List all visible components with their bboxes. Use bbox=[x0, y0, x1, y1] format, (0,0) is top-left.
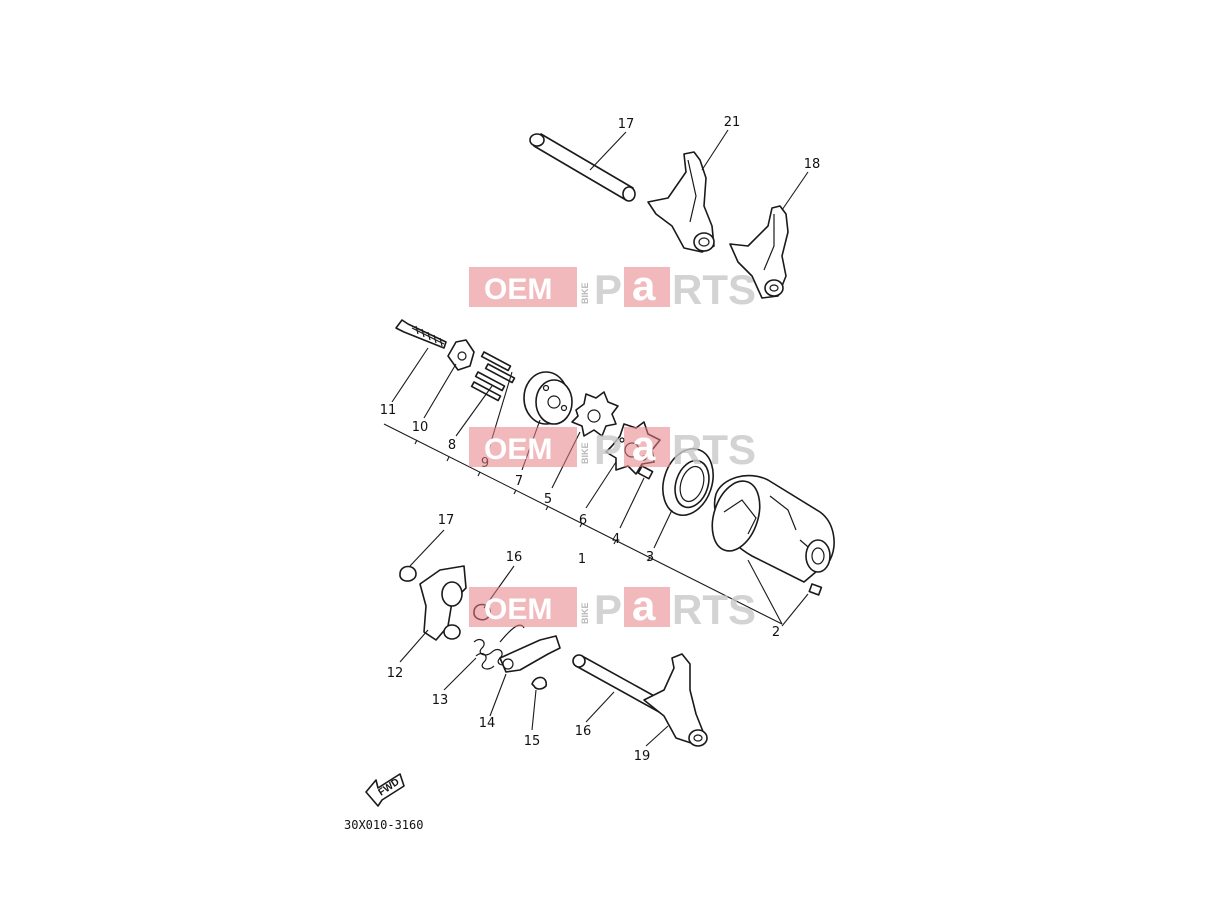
drawing-code: 30X010-3160 bbox=[344, 818, 423, 832]
callout-11: 11 bbox=[380, 403, 397, 418]
callout-4: 4 bbox=[612, 532, 620, 547]
watermark-oem: OEM bbox=[484, 593, 552, 626]
watermark-p: P bbox=[594, 426, 622, 473]
shift-fork-20 bbox=[643, 653, 708, 747]
callout-12: 12 bbox=[387, 666, 404, 681]
segment-10 bbox=[447, 339, 475, 371]
watermark-rts: RTS bbox=[672, 426, 756, 473]
watermark-rts: RTS bbox=[672, 266, 756, 313]
watermark-bike: BIKE bbox=[580, 442, 590, 464]
circlip-17-upper bbox=[399, 565, 417, 582]
shift-fork-guide-bar-18 bbox=[529, 133, 636, 202]
callout-20: 19 bbox=[634, 749, 651, 764]
watermark-oem: OEM bbox=[484, 273, 552, 306]
callout-2: 2 bbox=[772, 625, 780, 640]
callout-13: 13 bbox=[432, 693, 449, 708]
watermark-bottom: OEM BIKE P a RTS bbox=[469, 582, 756, 633]
screw-11 bbox=[395, 319, 447, 349]
watermark-p: P bbox=[594, 266, 622, 313]
watermark-bike: BIKE bbox=[580, 602, 590, 624]
baseline-ticks bbox=[414, 439, 651, 562]
callout-3: 3 bbox=[646, 550, 654, 565]
callout-5: 5 bbox=[544, 492, 552, 507]
watermark-a: a bbox=[632, 422, 656, 469]
bearing-3 bbox=[662, 448, 714, 516]
assembly-baseline bbox=[383, 423, 783, 625]
callout-1: 1 bbox=[578, 552, 586, 567]
watermark-a: a bbox=[632, 582, 656, 629]
watermark-p: P bbox=[594, 586, 622, 633]
star-plate-5 bbox=[571, 391, 619, 437]
callout-19: 18 bbox=[804, 157, 821, 172]
circlip-15 bbox=[531, 676, 547, 690]
shift-fork-19 bbox=[729, 205, 789, 299]
callout-labels: 17 21 18 11 10 8 9 7 5 6 4 1 3 2 17 16 1… bbox=[380, 115, 821, 764]
callout-14: 14 bbox=[479, 716, 496, 731]
stopper-lever-14 bbox=[499, 635, 561, 673]
callout-7: 7 bbox=[515, 474, 523, 489]
callout-8: 8 bbox=[448, 438, 456, 453]
shift-fork-21 bbox=[647, 151, 715, 253]
callout-21: 21 bbox=[724, 115, 741, 130]
watermark-rts: RTS bbox=[672, 586, 756, 633]
watermark-oem: OEM bbox=[484, 433, 552, 466]
watermark-top: OEM BIKE P a RTS bbox=[469, 262, 756, 313]
dowel-pin-4 bbox=[637, 465, 654, 480]
watermark-a: a bbox=[632, 262, 656, 309]
callout-16: 16 bbox=[575, 724, 592, 739]
fwd-arrow-icon: FWD bbox=[365, 773, 405, 807]
shift-lever-12 bbox=[419, 565, 467, 641]
shift-drum-2 bbox=[711, 474, 835, 596]
watermark-middle: OEM BIKE P a RTS bbox=[469, 422, 756, 473]
watermark-bike: BIKE bbox=[580, 282, 590, 304]
callout-18: 17 bbox=[618, 117, 635, 132]
callout-6: 6 bbox=[579, 513, 587, 528]
side-plate-7 bbox=[523, 371, 573, 425]
pins-8-9 bbox=[470, 351, 516, 402]
callout-17-upper: 17 bbox=[438, 513, 455, 528]
callout-17-lower: 16 bbox=[506, 550, 523, 565]
callout-10: 10 bbox=[412, 420, 429, 435]
callout-15: 15 bbox=[524, 734, 541, 749]
